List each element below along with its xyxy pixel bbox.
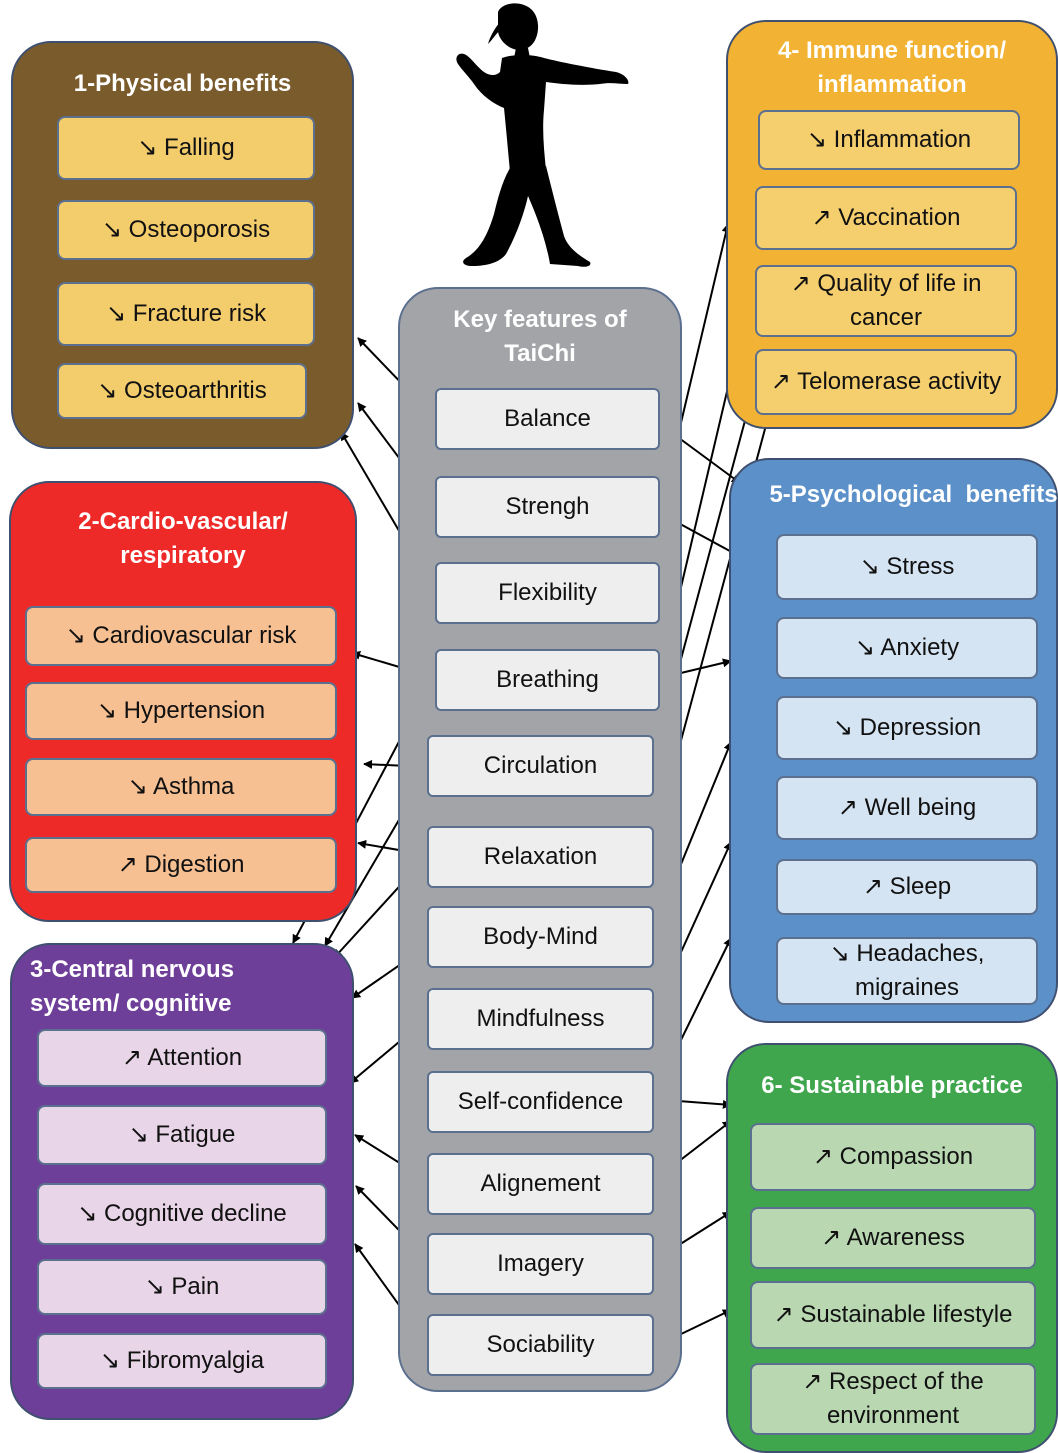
feature-flexibility: Flexibility: [435, 562, 660, 624]
feature-body-mind: Body-Mind: [427, 906, 654, 968]
benefit-item: ↗ Vaccination: [755, 186, 1017, 250]
benefit-item: ↘ Cognitive decline: [37, 1183, 327, 1245]
benefit-item: ↘ Osteoporosis: [57, 200, 315, 260]
feature-self-confidence: Self-confidence: [427, 1071, 654, 1133]
benefit-item: ↘ Asthma: [25, 758, 337, 816]
benefit-item: ↗ Awareness: [750, 1207, 1036, 1269]
psychological-benefits-title: 5-Psychological benefits: [769, 481, 1058, 508]
benefit-item: ↘ Falling: [57, 116, 315, 180]
immune-inflammation-panel: 4- Immune function/ inflammation ↘ Infla…: [726, 20, 1058, 429]
benefit-item: ↗ Sustainable lifestyle: [750, 1281, 1036, 1349]
immune-inflammation-title: 4- Immune function/ inflammation: [778, 37, 1006, 98]
feature-sociability: Sociability: [427, 1314, 654, 1376]
cns-cognitive-title: 3-Central nervous system/ cognitive: [30, 956, 235, 1017]
cardio-respiratory-title: 2-Cardio-vascular/ respiratory: [78, 508, 288, 569]
taichi-silhouette-icon: [456, 3, 629, 267]
cardio-respiratory-panel: 2-Cardio-vascular/ respiratory ↘ Cardiov…: [9, 481, 357, 922]
sustainable-practice-title: 6- Sustainable practice: [761, 1072, 1023, 1099]
benefit-item: ↗ Attention: [37, 1029, 327, 1087]
benefit-item: ↗ Sleep: [776, 859, 1038, 915]
benefit-item: ↘ Headaches, migraines: [776, 937, 1038, 1005]
key-features-title: Key features of TaiChi: [453, 306, 627, 367]
benefit-item: ↘ Depression: [776, 696, 1038, 760]
feature-imagery: Imagery: [427, 1233, 654, 1295]
benefit-item: ↘ Pain: [37, 1259, 327, 1315]
benefit-item: ↘ Fracture risk: [57, 282, 315, 346]
benefit-item: ↘ Stress: [776, 534, 1038, 600]
feature-relaxation: Relaxation: [427, 826, 654, 888]
benefit-item: ↘ Anxiety: [776, 617, 1038, 679]
feature-balance: Balance: [435, 388, 660, 450]
physical-benefits-panel: 1-Physical benefits ↘ Falling ↘ Osteopor…: [11, 41, 354, 449]
benefit-item: ↗ Well being: [776, 776, 1038, 840]
sustainable-practice-panel: 6- Sustainable practice ↗ Compassion ↗ A…: [726, 1043, 1058, 1453]
feature-mindfulness: Mindfulness: [427, 988, 654, 1050]
benefit-item: ↗ Respect of the environment: [750, 1363, 1036, 1435]
benefit-item: ↗ Quality of life in cancer: [755, 265, 1017, 337]
benefit-item: ↗ Compassion: [750, 1123, 1036, 1191]
feature-alignement: Alignement: [427, 1153, 654, 1215]
feature-strength: Strengh: [435, 476, 660, 538]
benefit-item: ↗ Telomerase activity: [755, 349, 1017, 415]
key-features-panel: Key features of TaiChi Balance Strengh F…: [398, 287, 682, 1392]
feature-circulation: Circulation: [427, 735, 654, 797]
benefit-item: ↘ Fatigue: [37, 1105, 327, 1165]
benefit-item: ↘ Inflammation: [758, 110, 1020, 170]
benefit-item: ↘ Hypertension: [25, 682, 337, 740]
benefit-item: ↘ Fibromyalgia: [37, 1333, 327, 1389]
psychological-benefits-panel: 5-Psychological benefits ↘ Stress ↘ Anxi…: [729, 458, 1058, 1023]
benefit-item: ↗ Digestion: [25, 837, 337, 893]
feature-breathing: Breathing: [435, 649, 660, 711]
cns-cognitive-panel: 3-Central nervous system/ cognitive ↗ At…: [10, 943, 354, 1420]
physical-benefits-title: 1-Physical benefits: [73, 70, 292, 97]
benefit-item: ↘ Osteoarthritis: [57, 363, 307, 419]
benefit-item: ↘ Cardiovascular risk: [25, 606, 337, 666]
